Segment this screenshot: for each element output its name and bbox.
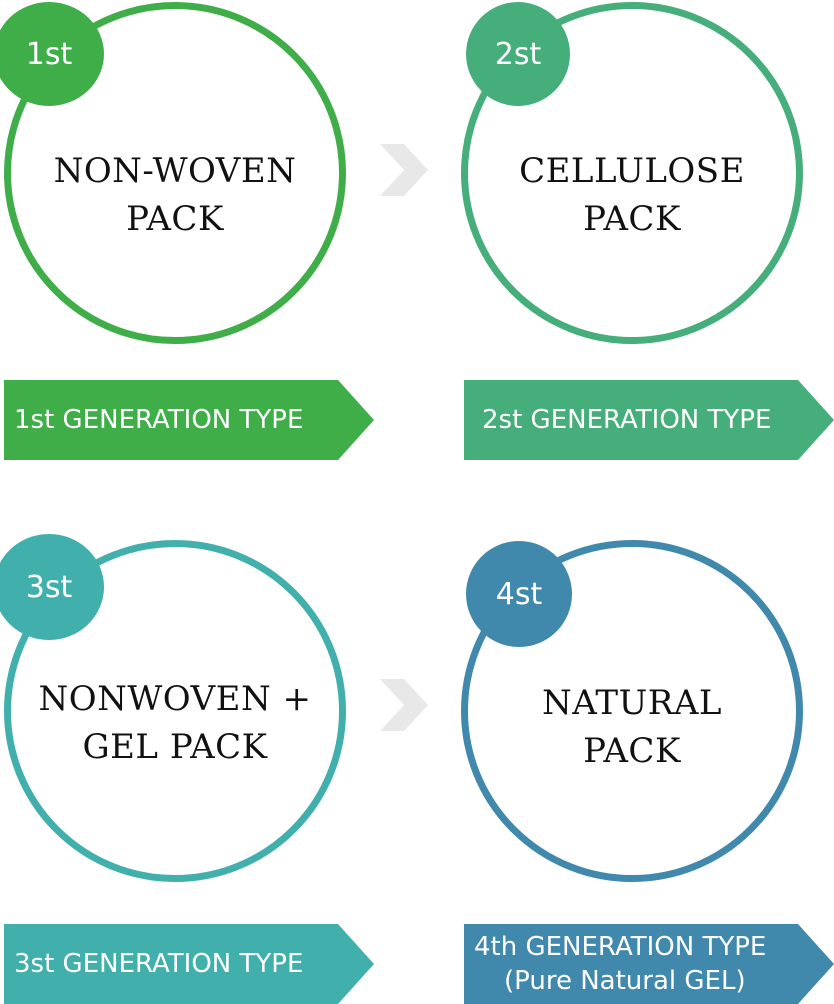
tag-1: 1st GENERATION TYPE [4,380,374,460]
tag-4-line-2: (Pure Natural GEL) [504,966,746,996]
ring-title-3-line-1: NONWOVEN + [38,679,312,719]
ring-title-1: NON-WOVEN PACK [11,147,339,243]
chevron-right-icon [380,144,428,196]
tag-2-line-1: 2st GENERATION TYPE [482,405,772,435]
tag-3-line-1: 3st GENERATION TYPE [14,949,304,979]
ring-title-4: NATURAL PACK [468,679,796,775]
ring-title-3: NONWOVEN + GEL PACK [11,675,339,771]
ring-2: CELLULOSE PACK [461,2,803,344]
ring-title-3-line-2: GEL PACK [82,727,268,767]
chevron-right-icon [380,679,428,731]
tag-2: 2st GENERATION TYPE [464,380,834,460]
tag-4-line-1: 4th GENERATION TYPE [474,932,767,962]
ring-title-2-line-1: CELLULOSE [519,151,745,191]
ring-title-4-line-2: PACK [583,731,681,771]
ring-title-2-line-2: PACK [583,199,681,239]
ring-title-2: CELLULOSE PACK [468,147,796,243]
badge-1: 1st [0,2,104,106]
ring-title-1-line-2: PACK [126,199,224,239]
badge-3: 3st [0,534,104,640]
tag-4: 4th GENERATION TYPE (Pure Natural GEL) [464,924,834,1004]
ring-title-1-line-1: NON-WOVEN [53,151,297,191]
tag-1-line-1: 1st GENERATION TYPE [14,405,304,435]
tag-3: 3st GENERATION TYPE [4,924,374,1004]
ring-title-4-line-1: NATURAL [541,683,722,723]
ring-4: NATURAL PACK [461,540,803,882]
badge-2: 2st [466,2,570,106]
badge-4: 4st [466,541,572,647]
